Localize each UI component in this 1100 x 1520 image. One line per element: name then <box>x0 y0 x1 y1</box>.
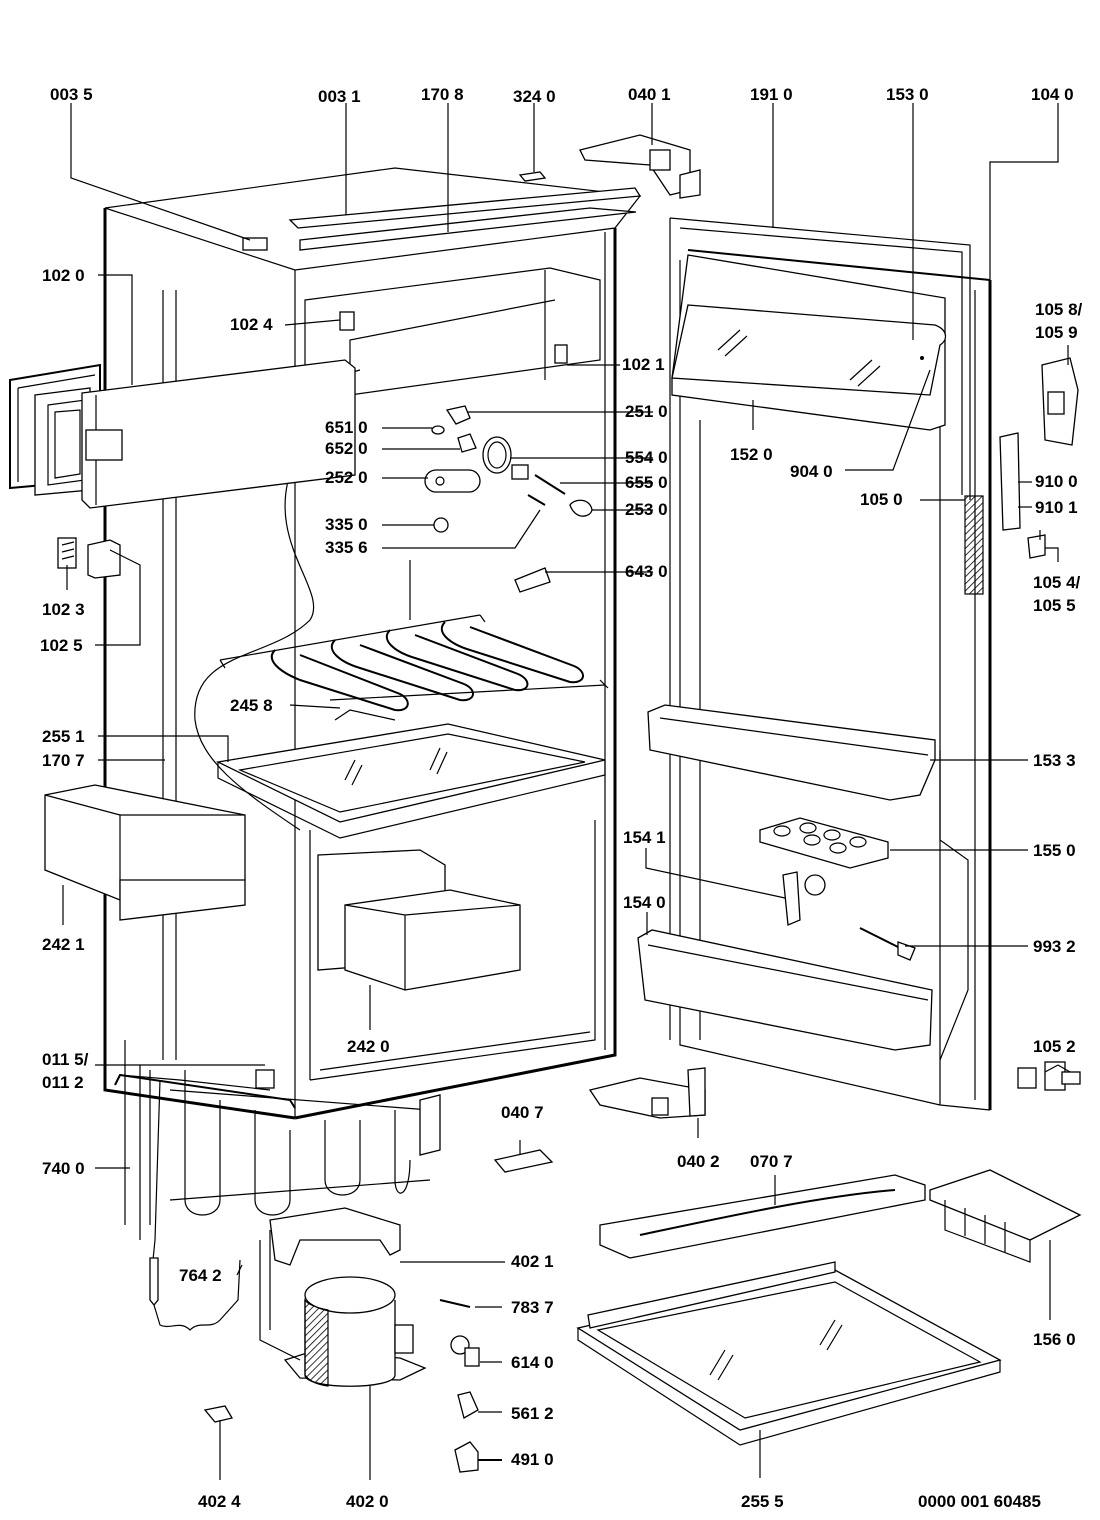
bottle-holder <box>782 871 826 926</box>
part-label-040-7: 040 7 <box>501 1103 544 1122</box>
leader-lines <box>62 103 1071 1480</box>
document-number: 0000 001 60485 <box>918 1492 1041 1511</box>
door-fittings <box>999 357 1079 559</box>
part-label-764-2: 764 2 <box>179 1266 222 1285</box>
electrical-parts <box>439 1299 480 1473</box>
fridge-door <box>669 217 992 1111</box>
freezer-door <box>9 359 356 509</box>
part-label-102-5: 102 5 <box>40 636 83 655</box>
part-label-040-1: 040 1 <box>628 85 671 104</box>
part-label-102-4: 102 4 <box>230 315 273 334</box>
door-magnet-strip <box>964 495 984 595</box>
part-label-402-0: 402 0 <box>346 1492 389 1511</box>
part-label-105-2: 105 2 <box>1033 1037 1076 1056</box>
part-label-070-7: 070 7 <box>750 1152 793 1171</box>
part-label-242-1: 242 1 <box>42 935 85 954</box>
part-label-011-5: 011 5/ <box>42 1050 89 1069</box>
part-label-155-0: 155 0 <box>1033 841 1076 860</box>
part-label-255-1: 255 1 <box>42 727 85 746</box>
part-label-156-0: 156 0 <box>1033 1330 1076 1349</box>
cover-plate <box>493 1149 554 1173</box>
part-label-170-8: 170 8 <box>421 85 464 104</box>
top-hinge <box>579 134 701 199</box>
freezer-drawer-left <box>44 784 246 921</box>
door-shelf-lower <box>637 929 933 1051</box>
part-label-324-0: 324 0 <box>513 87 556 106</box>
door-shelf-upper <box>647 704 936 801</box>
part-label-003-5: 003 5 <box>50 85 93 104</box>
part-label-154-0: 154 0 <box>623 893 666 912</box>
part-label-402-4: 402 4 <box>198 1492 241 1511</box>
part-label-740-0: 740 0 <box>42 1159 85 1178</box>
part-label-993-2: 993 2 <box>1033 937 1076 956</box>
part-label-335-6: 335 6 <box>325 538 368 557</box>
part-label-252-0: 252 0 <box>325 468 368 487</box>
part-label-655-0: 655 0 <box>625 473 668 492</box>
part-label-614-0: 614 0 <box>511 1353 554 1372</box>
top-strip-parts <box>288 171 642 251</box>
part-label-152-0: 152 0 <box>730 445 773 464</box>
part-label-191-0: 191 0 <box>750 85 793 104</box>
thermometer <box>859 927 916 961</box>
bottom-hinge-door <box>1017 1061 1081 1091</box>
part-label-154-1: 154 1 <box>623 828 666 847</box>
part-label-105-9: 105 9 <box>1035 323 1078 342</box>
part-label-153-3: 153 3 <box>1033 751 1076 770</box>
hinge-pieces <box>57 537 121 579</box>
clip <box>203 1405 234 1423</box>
part-label-003-1: 003 1 <box>318 87 361 106</box>
compressor-bracket <box>269 1207 401 1266</box>
part-label-255-5: 255 5 <box>741 1492 784 1511</box>
part-label-153-0: 153 0 <box>886 85 929 104</box>
part-label-170-7: 170 7 <box>42 751 85 770</box>
part-label-102-0: 102 0 <box>42 266 85 285</box>
part-label-910-1: 910 1 <box>1035 498 1078 517</box>
part-label-105-5: 105 5 <box>1033 596 1076 615</box>
part-label-102-1: 102 1 <box>622 355 665 374</box>
part-label-105-8: 105 8/ <box>1035 300 1083 319</box>
part-label-102-3: 102 3 <box>42 600 85 619</box>
part-label-561-2: 561 2 <box>511 1404 554 1423</box>
part-label-251-0: 251 0 <box>625 402 668 421</box>
thermostat-light-cluster <box>424 405 593 593</box>
part-label-491-0: 491 0 <box>511 1450 554 1469</box>
compressor <box>259 1230 427 1387</box>
part-label-105-4: 105 4/ <box>1033 573 1081 592</box>
part-label-040-2: 040 2 <box>677 1152 720 1171</box>
part-label-643-0: 643 0 <box>625 562 668 581</box>
part-label-253-0: 253 0 <box>625 500 668 519</box>
glass-shelf-bottom <box>576 1261 1002 1446</box>
part-label-651-0: 651 0 <box>325 418 368 437</box>
part-label-335-0: 335 0 <box>325 515 368 534</box>
glass-shelf-freezer <box>215 723 606 839</box>
capillary-tube <box>149 1257 241 1331</box>
part-label-104-0: 104 0 <box>1031 85 1074 104</box>
evaporator-coil <box>219 614 609 721</box>
part-label-011-2: 011 2 <box>42 1073 84 1092</box>
egg-tray <box>759 817 889 869</box>
part-label-652-0: 652 0 <box>325 439 368 458</box>
kickplate-channel <box>599 1174 926 1259</box>
bottom-hinge-cabinet <box>588 1067 706 1119</box>
dairy-compartment <box>671 254 947 431</box>
part-label-554-0: 554 0 <box>625 448 668 467</box>
crisper-drawer <box>317 849 521 991</box>
ice-tray <box>929 1169 1082 1263</box>
part-label-242-0: 242 0 <box>347 1037 390 1056</box>
part-label-910-0: 910 0 <box>1035 472 1078 491</box>
part-label-402-1: 402 1 <box>511 1252 554 1271</box>
part-label-105-0: 105 0 <box>860 490 903 509</box>
part-label-783-7: 783 7 <box>511 1298 554 1317</box>
part-label-245-8: 245 8 <box>230 696 273 715</box>
part-label-904-0: 904 0 <box>790 462 833 481</box>
condenser <box>124 1040 441 1291</box>
